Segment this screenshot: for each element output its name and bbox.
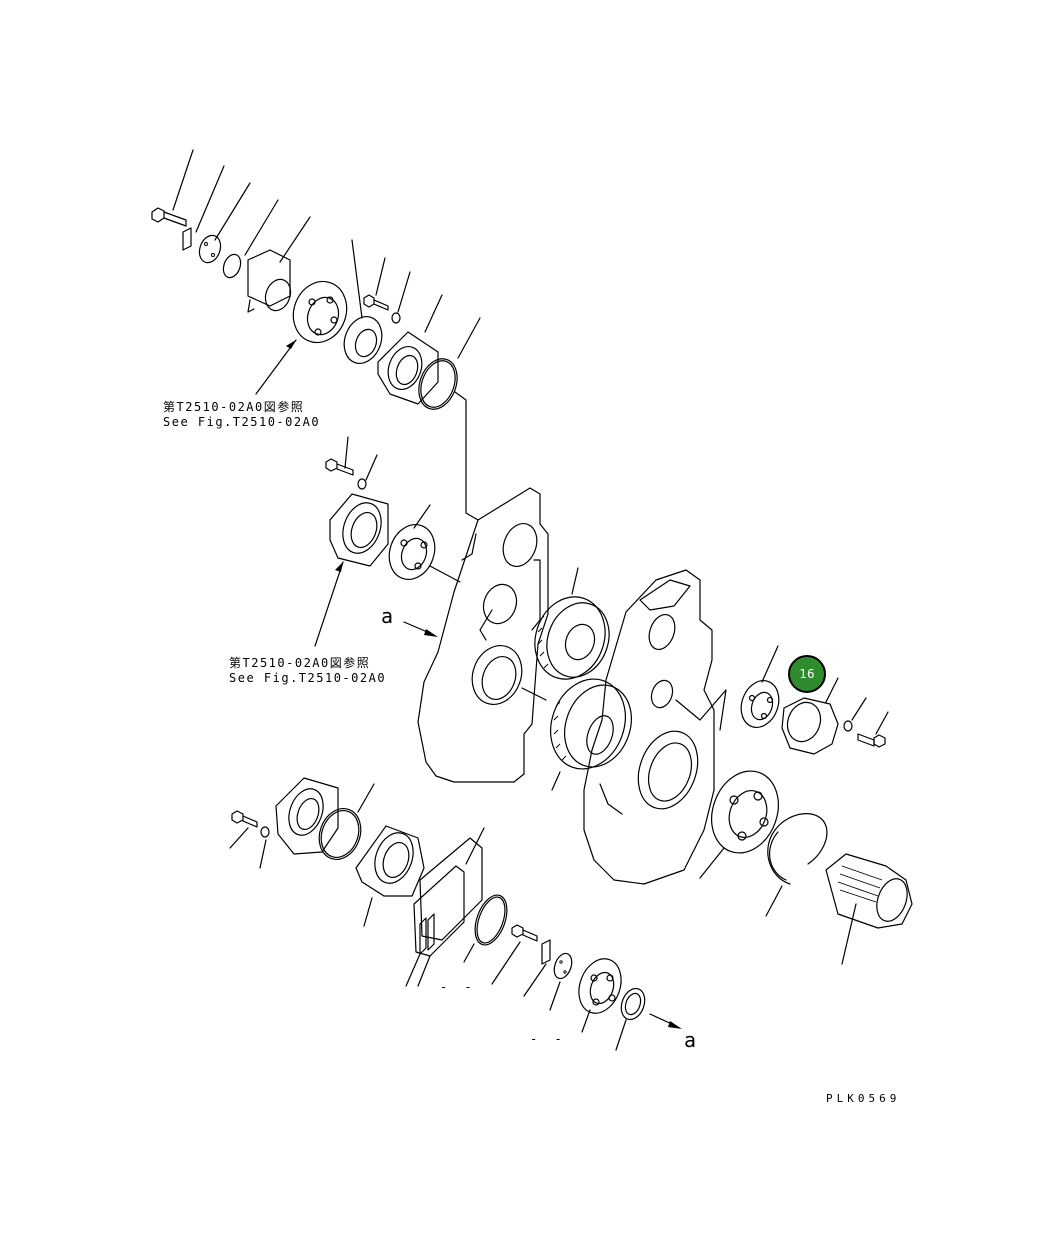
mid-retainer bbox=[314, 493, 389, 647]
top-o-ring-large bbox=[418, 317, 481, 521]
bottom-retainer bbox=[275, 777, 339, 855]
top-bolt bbox=[151, 149, 194, 227]
main-housing-plate bbox=[417, 487, 549, 783]
housing-arrow-a bbox=[403, 621, 438, 637]
top-lock-plate bbox=[182, 165, 225, 251]
lower-reference-en: See Fig.T2510-02A0 bbox=[229, 671, 387, 685]
bottom-small-bolt bbox=[491, 924, 551, 997]
top-o-ring bbox=[222, 199, 279, 279]
lower-reference[interactable]: 第T2510-02A0図参照 See Fig.T2510-02A0 bbox=[229, 656, 386, 686]
top-sleeve bbox=[247, 216, 311, 313]
upper-gear bbox=[534, 567, 610, 680]
minor-mark-right: - - bbox=[530, 1032, 567, 1046]
upper-reference-jp: 第T2510-02A0図参照 bbox=[163, 400, 305, 414]
top-bearing bbox=[255, 280, 348, 395]
top-cap bbox=[198, 182, 251, 264]
minor-mark-left: - - bbox=[440, 980, 477, 994]
upper-reference-en: See Fig.T2510-02A0 bbox=[163, 415, 321, 429]
right-snap-ring bbox=[765, 813, 828, 917]
bottom-gasket-plates bbox=[405, 827, 485, 987]
part-callout-16[interactable]: 16 bbox=[788, 655, 826, 693]
bottom-bearing bbox=[578, 958, 622, 1033]
bottom-o-ring bbox=[318, 783, 375, 860]
right-bolt bbox=[843, 697, 889, 748]
mid-bearing bbox=[388, 504, 461, 583]
top-small-bolt bbox=[363, 257, 411, 324]
right-bearing-large bbox=[699, 770, 779, 879]
lower-gear bbox=[521, 678, 632, 791]
right-housing bbox=[583, 569, 727, 885]
view-marker-end: a bbox=[684, 1028, 697, 1052]
bottom-o-ring-small bbox=[463, 894, 508, 963]
bottom-cap bbox=[549, 952, 573, 1011]
view-marker-start: a bbox=[381, 604, 394, 628]
top-seal-ring bbox=[343, 239, 383, 364]
mid-bolt bbox=[325, 436, 378, 490]
bottom-carrier bbox=[355, 825, 425, 927]
bottom-seal bbox=[615, 987, 646, 1051]
top-retainer bbox=[377, 294, 443, 405]
lower-reference-jp: 第T2510-02A0図参照 bbox=[229, 656, 371, 670]
upper-reference[interactable]: 第T2510-02A0図参照 See Fig.T2510-02A0 bbox=[163, 400, 320, 430]
right-cover-plate bbox=[781, 677, 839, 755]
drawing-code: PLK0569 bbox=[826, 1092, 901, 1105]
bottom-bolt bbox=[229, 810, 270, 869]
callout-label: 16 bbox=[799, 667, 815, 681]
right-bearing-small bbox=[740, 645, 780, 728]
bottom-arrow-a bbox=[649, 1013, 682, 1029]
output-shaft bbox=[825, 853, 913, 965]
